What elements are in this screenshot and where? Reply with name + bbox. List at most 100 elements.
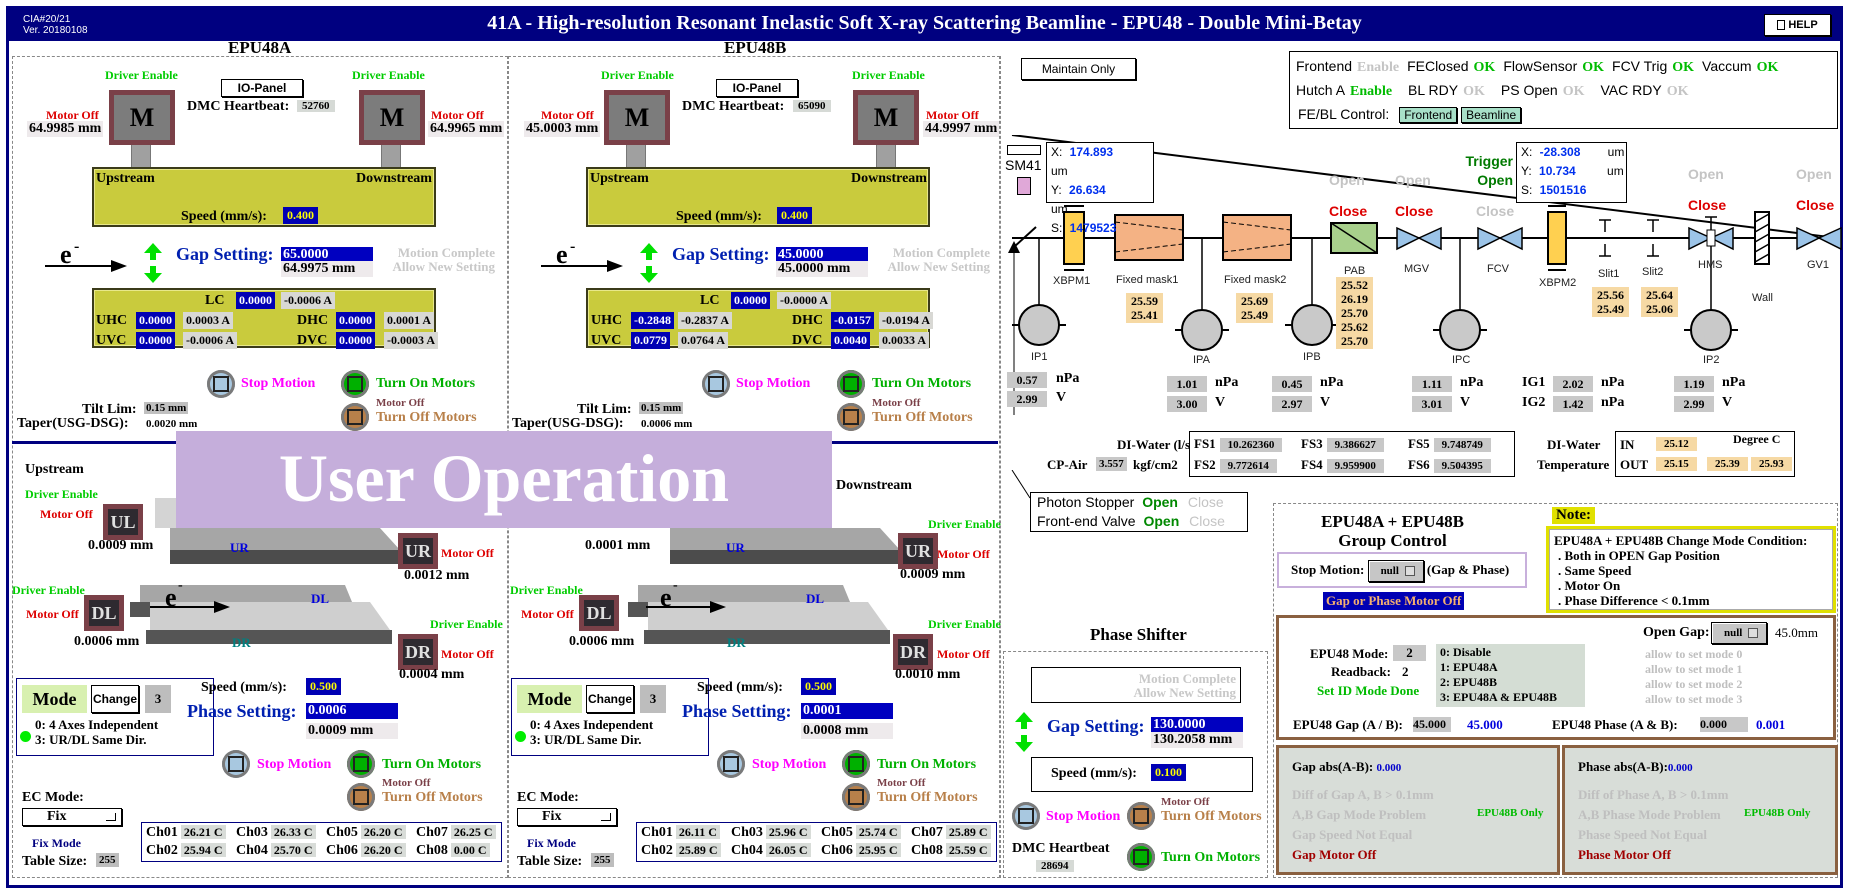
power-off-icon	[1133, 808, 1149, 824]
turn-off-motors-button[interactable]	[837, 403, 865, 431]
frontend-valve-close[interactable]: Close	[1189, 513, 1225, 529]
mirror-icon	[1013, 226, 1037, 248]
heartbeat-label: DMC Heartbeat:	[682, 99, 785, 114]
ec-mode-menu[interactable]: Fix	[22, 808, 122, 826]
fcv-close-button[interactable]: Close	[1476, 203, 1515, 219]
ps-speed-input[interactable]: 0.100	[1151, 764, 1186, 781]
group-stop-menu[interactable]: null	[1367, 560, 1424, 582]
frontend-valve-open[interactable]: Open	[1143, 513, 1180, 529]
uvc-input[interactable]: 0.0000	[136, 332, 175, 349]
group-stop-label: Stop Motion:	[1291, 561, 1365, 577]
epu48-mode-value[interactable]: 2	[1393, 645, 1426, 661]
ps-turn-on-motors-button[interactable]	[1127, 843, 1155, 871]
maintain-only-button[interactable]: Maintain Only	[1021, 58, 1136, 80]
gv1-close-button[interactable]: Close	[1796, 197, 1835, 213]
fixed-mask1-icon	[1114, 214, 1184, 261]
ps-stop-motion-button[interactable]	[1012, 802, 1040, 830]
phase-turn-off-motors-button[interactable]	[842, 783, 870, 811]
dhc-input[interactable]: 0.0000	[336, 312, 375, 329]
allow-mode-1-button[interactable]: allow to set mode 1	[1645, 662, 1743, 676]
pab-close-button[interactable]: Close	[1329, 203, 1368, 219]
turn-on-motors-button[interactable]	[341, 370, 369, 398]
help-button[interactable]: HELP	[1764, 14, 1831, 36]
gv1-label: GV1	[1807, 259, 1830, 271]
dvc-input[interactable]: 0.0000	[336, 332, 375, 349]
uhc-input[interactable]: -0.2848	[631, 312, 674, 329]
ul-position: 0.0001 mm	[585, 538, 651, 553]
left-driver-status: Driver Enable	[105, 68, 178, 82]
phase-turn-off-motors-button[interactable]	[347, 783, 375, 811]
downstream-gap-motor[interactable]: M	[359, 90, 425, 145]
dhc-input[interactable]: -0.0157	[831, 312, 874, 329]
speed-input[interactable]: 0.400	[283, 207, 318, 224]
phase-stop-motion-button[interactable]	[717, 750, 745, 778]
ur-motor[interactable]: UR	[398, 533, 438, 569]
change-mode-button[interactable]: Change	[91, 685, 139, 713]
ps-turn-off-motors-button[interactable]	[1127, 802, 1155, 830]
dl-motor[interactable]: DL	[84, 595, 124, 631]
lc-input[interactable]: 0.0000	[236, 292, 275, 309]
ec-mode-value: Fix	[542, 809, 562, 824]
temperature-label: Temperature	[1537, 457, 1610, 472]
ur-motor[interactable]: UR	[898, 533, 938, 569]
beamline-button[interactable]: Beamline	[1461, 107, 1522, 123]
gv1-open-button[interactable]: Open	[1796, 166, 1832, 182]
photon-stopper-open[interactable]: Open	[1142, 494, 1178, 510]
downstream-gap-motor[interactable]: M	[853, 90, 919, 145]
hms-open-button[interactable]: Open	[1688, 166, 1724, 182]
upstream-gap-motor[interactable]: M	[604, 90, 670, 145]
mgv-close-button[interactable]: Close	[1395, 203, 1434, 219]
io-panel-button[interactable]: IO-Panel	[221, 79, 303, 97]
turn-off-motors-button[interactable]	[341, 403, 369, 431]
upstream-gap-motor[interactable]: M	[109, 90, 175, 145]
dr-motor[interactable]: DR	[893, 634, 933, 670]
frontend-button[interactable]: Frontend	[1399, 107, 1458, 123]
stop-motion-button[interactable]	[702, 370, 730, 398]
speed-input[interactable]: 0.400	[777, 207, 812, 224]
ul-motor[interactable]: UL	[103, 504, 143, 540]
open-gap-menu[interactable]: null	[1711, 622, 1767, 644]
gap-setting-input[interactable]: 45.0000	[776, 247, 868, 263]
fixed-mask2-label: Fixed mask2	[1224, 274, 1287, 286]
allow-mode-0-button[interactable]: allow to set mode 0	[1645, 647, 1743, 661]
dvc-input[interactable]: 0.0040	[831, 332, 870, 349]
phase-turn-on-motors-button[interactable]	[347, 750, 375, 778]
lc-input[interactable]: 0.0000	[731, 292, 770, 309]
turn-on-motors-button[interactable]	[837, 370, 865, 398]
uhc-input[interactable]: 0.0000	[136, 312, 175, 329]
pab-line	[1330, 222, 1378, 254]
phase-speed-label: Speed (mm/s):	[201, 680, 287, 695]
gap-readback: 64.9975 mm	[281, 261, 373, 277]
phase-speed-input[interactable]: 0.500	[801, 678, 836, 695]
ec-mode-menu[interactable]: Fix	[517, 808, 617, 826]
hms-close-button[interactable]: Close	[1688, 197, 1727, 213]
valve-half	[1417, 226, 1442, 251]
uvc-input[interactable]: 0.0779	[631, 332, 670, 349]
pab-open-button[interactable]: Open	[1329, 172, 1365, 188]
channel-value: 25.96 C	[765, 825, 811, 839]
phase-turn-on-motors-button[interactable]	[842, 750, 870, 778]
change-mode-button[interactable]: Change	[586, 685, 634, 713]
mgv-open-button[interactable]: Open	[1395, 172, 1431, 188]
channel-value: 25.94 C	[180, 843, 226, 857]
dl-motor[interactable]: DL	[579, 595, 619, 631]
page-title: 41A - High-resolution Resonant Inelastic…	[487, 12, 1362, 34]
io-panel-button[interactable]: IO-Panel	[716, 79, 798, 97]
dr-motor[interactable]: DR	[398, 634, 438, 670]
phase-setting-input[interactable]: 0.0006	[306, 703, 398, 719]
stop-motion-button[interactable]	[207, 370, 235, 398]
title-bar: CIA#20/21 Ver. 20180108 41A - High-resol…	[6, 6, 1843, 41]
allow-mode-3-button[interactable]: allow to set mode 3	[1645, 692, 1743, 706]
panel-id: CIA#20/21	[23, 14, 71, 25]
ps-gap-setting-input[interactable]: 130.0000	[1151, 717, 1243, 733]
sm41-button[interactable]	[1007, 145, 1041, 155]
allow-mode-2-button[interactable]: allow to set mode 2	[1645, 677, 1743, 691]
status-value: OK	[1672, 60, 1695, 75]
phase-setting-input[interactable]: 0.0001	[801, 703, 893, 719]
photon-stopper-close[interactable]: Close	[1187, 494, 1224, 510]
electron-symbol: e	[556, 240, 568, 269]
phase-speed-input[interactable]: 0.500	[306, 678, 341, 695]
gap-setting-input[interactable]: 65.0000	[281, 247, 373, 263]
phase-stop-motion-button[interactable]	[222, 750, 250, 778]
power-off-icon	[353, 789, 369, 805]
